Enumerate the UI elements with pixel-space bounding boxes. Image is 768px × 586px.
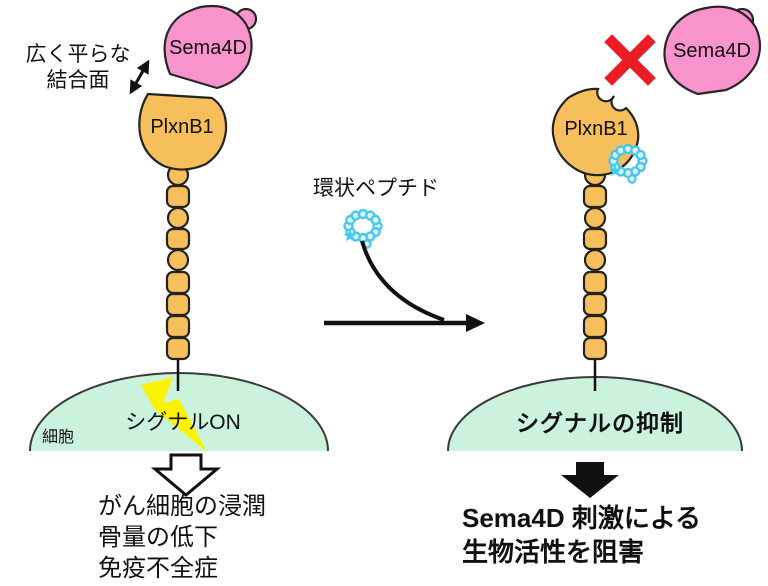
binding-surface-note-line1: 広く平らな	[25, 43, 131, 66]
plxnb1-left-label: PlxnB1	[150, 116, 214, 138]
conclusion-line2: 生物活性を阻害	[462, 537, 645, 567]
peptide-star	[608, 164, 622, 177]
sema4d-right-shape	[663, 5, 762, 96]
binding-surface-note-line2: 結合面	[46, 69, 110, 92]
sema4d-left-label: Sema4D	[169, 37, 247, 59]
lightning-bolt-icon	[141, 377, 207, 452]
cell-right-fill	[448, 377, 742, 451]
sema4d-left-blob	[163, 4, 258, 90]
cell-left-label: 細胞	[42, 429, 75, 446]
sema4d-right-blob	[663, 5, 762, 96]
cyclic-peptide-icon	[343, 208, 383, 249]
plxnb1-left-blob	[138, 92, 228, 171]
conclusion-text: Sema4D 刺激による 生物活性を阻害	[462, 501, 701, 569]
peptide-tail-bead	[627, 174, 637, 184]
binding-surface-note: 広く平らな 結合面	[22, 42, 134, 94]
blocked-x-icon	[604, 34, 656, 86]
outcome-item-2: 骨量の低下	[98, 524, 218, 551]
cyclic-peptide-label: 環状ペプチド	[313, 177, 439, 200]
sema4d-right-label: Sema4D	[673, 40, 751, 62]
outcome-item-1: がん細胞の浸潤	[98, 493, 266, 520]
outcome-item-3: 免疫不全症	[98, 555, 218, 582]
down-arrow-outline-icon	[150, 453, 222, 497]
outcome-list: がん細胞の浸潤 骨量の低下 免疫不全症	[98, 491, 266, 584]
bound-cyclic-peptide-icon	[608, 143, 648, 184]
peptide-star	[343, 229, 357, 242]
receptor-stalk-left	[165, 163, 191, 391]
signal-on-label: シグナルON	[125, 411, 241, 434]
receptor-stalk-right	[582, 163, 608, 391]
down-arrow-solid-icon	[561, 462, 619, 498]
sema4d-left-shape	[163, 4, 253, 90]
conclusion-line1: Sema4D 刺激による	[462, 503, 702, 533]
plxnb1-left-shape	[138, 92, 228, 171]
double-arrow-icon	[129, 59, 150, 95]
plxnb1-right-label: PlxnB1	[564, 118, 628, 140]
signal-suppressed-label: シグナルの抑制	[516, 410, 684, 436]
reaction-arrow	[324, 240, 485, 332]
